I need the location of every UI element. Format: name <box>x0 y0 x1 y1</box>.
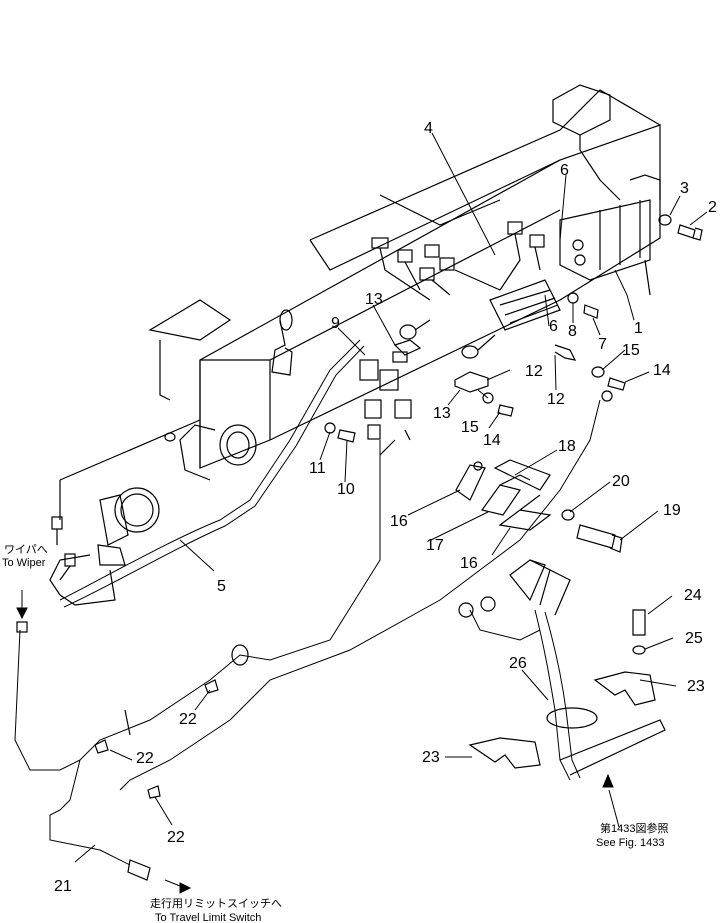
callout-5: 5 <box>217 578 226 595</box>
travel-note-en: To Travel Limit Switch <box>155 912 261 923</box>
callout-16a: 16 <box>390 513 408 530</box>
callout-23a: 23 <box>687 678 705 695</box>
callout-12a: 12 <box>525 363 543 380</box>
callout-1: 1 <box>634 320 643 337</box>
relay-bank <box>559 174 661 296</box>
callout-6b: 6 <box>549 318 558 335</box>
terminal-block <box>399 279 561 359</box>
callout-24: 24 <box>684 587 702 604</box>
arrow-up-icon <box>602 773 614 788</box>
control-lever <box>271 309 293 376</box>
clamps-13 <box>393 339 489 393</box>
arrow-icons <box>16 607 614 894</box>
callout-16b: 16 <box>460 555 478 572</box>
callout-4: 4 <box>424 120 433 137</box>
callout-13a: 13 <box>365 291 383 308</box>
bracket-set <box>455 459 552 531</box>
callout-7: 7 <box>598 336 607 353</box>
arrow-down-icon <box>16 607 28 620</box>
connector-cluster <box>371 221 545 301</box>
callout-11: 11 <box>309 460 326 477</box>
plates-23 <box>468 609 656 769</box>
callout-8: 8 <box>568 323 577 340</box>
leader-lines <box>21 132 708 889</box>
console-body <box>59 89 661 520</box>
callout-13b: 13 <box>433 405 451 422</box>
callout-22c: 22 <box>167 829 185 846</box>
figure-note-jp: 第1433図参照 <box>600 821 668 835</box>
wiper-note-jp: ワイパへ <box>4 543 48 556</box>
harness-5 <box>59 339 365 608</box>
callout-14b: 14 <box>483 432 501 449</box>
callout-2: 2 <box>708 199 717 216</box>
harness-26 <box>458 559 666 781</box>
wiper-note-en: To Wiper <box>2 557 46 569</box>
figure-note-en: See Fig. 1433 <box>596 837 665 849</box>
callout-21: 21 <box>54 878 72 895</box>
bolt-19 <box>561 509 623 553</box>
relay-group <box>359 351 412 456</box>
callout-22b: 22 <box>136 750 154 767</box>
clip-group <box>94 679 219 799</box>
callout-6a: 6 <box>560 162 569 179</box>
round-connector <box>164 424 257 481</box>
callout-18: 18 <box>558 438 576 455</box>
callout-22a: 22 <box>179 711 197 728</box>
junction-box <box>552 84 621 201</box>
callout-14a: 14 <box>653 362 671 379</box>
callout-26: 26 <box>509 655 527 672</box>
travel-harness <box>14 390 613 881</box>
callout-10: 10 <box>337 481 355 498</box>
callout-20: 20 <box>612 473 630 490</box>
callout-12b: 12 <box>547 391 565 408</box>
callout-23b: 23 <box>422 749 440 766</box>
travel-note-jp: 走行用リミットスイッチへ <box>150 897 282 910</box>
callout-15a: 15 <box>622 342 640 359</box>
wiper-leads <box>51 516 76 581</box>
callout-9: 9 <box>331 315 340 332</box>
arrow-right-icon <box>179 882 192 894</box>
callout-labels: 1 2 3 4 5 6 6 7 8 9 10 11 12 12 13 13 14… <box>54 120 717 895</box>
callout-19: 19 <box>663 502 681 519</box>
callout-25: 25 <box>685 630 703 647</box>
callout-17: 17 <box>426 537 444 554</box>
callout-3: 3 <box>680 180 689 197</box>
destination-notes: ワイパへ To Wiper 走行用リミットスイッチへ To Travel Lim… <box>2 543 668 923</box>
callout-15b: 15 <box>461 419 479 436</box>
